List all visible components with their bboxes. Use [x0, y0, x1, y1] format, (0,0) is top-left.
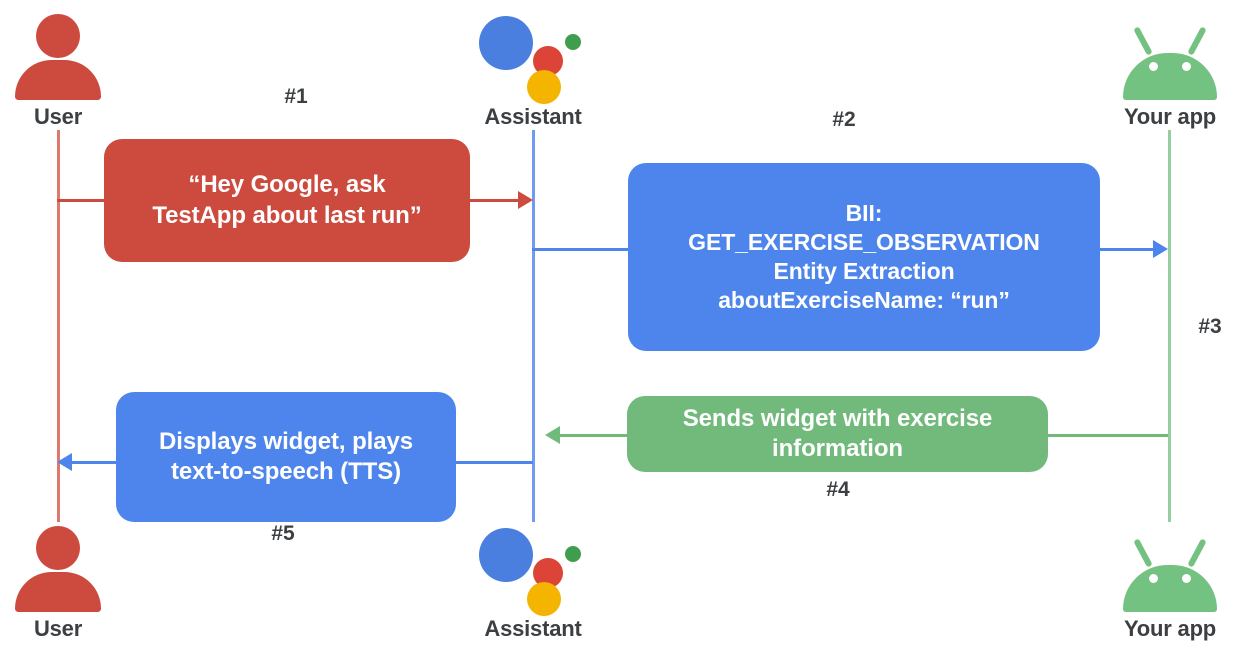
actor-label-app-top: Your app [1123, 104, 1217, 129]
actor-label-user-bottom: User [33, 616, 83, 641]
actor-assistant-top: Assistant [453, 8, 613, 128]
actor-app-bottom: Your app [1090, 520, 1244, 640]
message-1-line-1: “Hey Google, ask [188, 171, 386, 199]
arrowhead-msg4 [545, 426, 560, 444]
connector-msg2-right [1098, 248, 1155, 251]
actor-user-bottom: User [0, 520, 138, 640]
step-label-2: #2 [832, 108, 856, 131]
message-4-line-2: information [772, 435, 903, 462]
message-2-line-3: Entity Extraction [773, 258, 955, 284]
connector-msg5-right [455, 461, 533, 464]
step-label-5: #5 [271, 522, 295, 545]
lifeline-assistant [532, 130, 535, 522]
actor-assistant-bottom: Assistant [453, 520, 613, 640]
message-5-line-1: Displays widget, plays [159, 427, 413, 455]
lifeline-user [57, 130, 60, 522]
user-person-icon [0, 8, 138, 100]
actor-user-top: User [0, 8, 138, 128]
google-assistant-icon [453, 520, 613, 616]
actor-label-user-top: User [33, 104, 83, 129]
message-2-line-1: BII: [845, 200, 883, 227]
message-box-5: Displays widget, plays text-to-speech (T… [116, 392, 456, 522]
arrowhead-msg5 [57, 453, 72, 471]
android-robot-icon [1090, 8, 1244, 100]
user-person-icon [0, 520, 138, 612]
message-4-line-1: Sends widget with exercise [682, 404, 993, 432]
lifeline-app [1168, 130, 1171, 522]
actor-label-assistant-top: Assistant [484, 104, 582, 129]
google-assistant-icon [453, 8, 613, 104]
step-label-3: #3 [1198, 315, 1222, 338]
arrowhead-msg1 [518, 191, 533, 209]
actor-label-assistant-bottom: Assistant [484, 616, 582, 641]
connector-msg4-right [1047, 434, 1168, 437]
step-label-4: #4 [826, 478, 850, 501]
message-1-line-2: TestApp about last run” [152, 201, 422, 229]
connector-msg4-left [560, 434, 628, 437]
connector-msg5-left [72, 461, 116, 464]
android-robot-icon [1090, 520, 1244, 612]
message-box-1: “Hey Google, ask TestApp about last run” [104, 139, 470, 262]
arrowhead-msg2 [1153, 240, 1168, 258]
message-2-line-2: GET_EXERCISE_OBSERVATION [688, 229, 1040, 256]
connector-msg1-left [57, 199, 112, 202]
message-2-line-4: aboutExerciseName: “run” [718, 286, 1010, 313]
connector-msg2-left [532, 248, 632, 251]
actor-app-top: Your app [1090, 8, 1244, 128]
step-label-1: #1 [284, 85, 308, 108]
message-5-line-2: text-to-speech (TTS) [170, 458, 401, 485]
message-box-4: Sends widget with exercise information [627, 396, 1048, 472]
message-box-2: BII: GET_EXERCISE_OBSERVATION Entity Ext… [628, 163, 1100, 351]
connector-msg1-right [468, 199, 520, 202]
actor-label-app-bottom: Your app [1123, 616, 1217, 641]
